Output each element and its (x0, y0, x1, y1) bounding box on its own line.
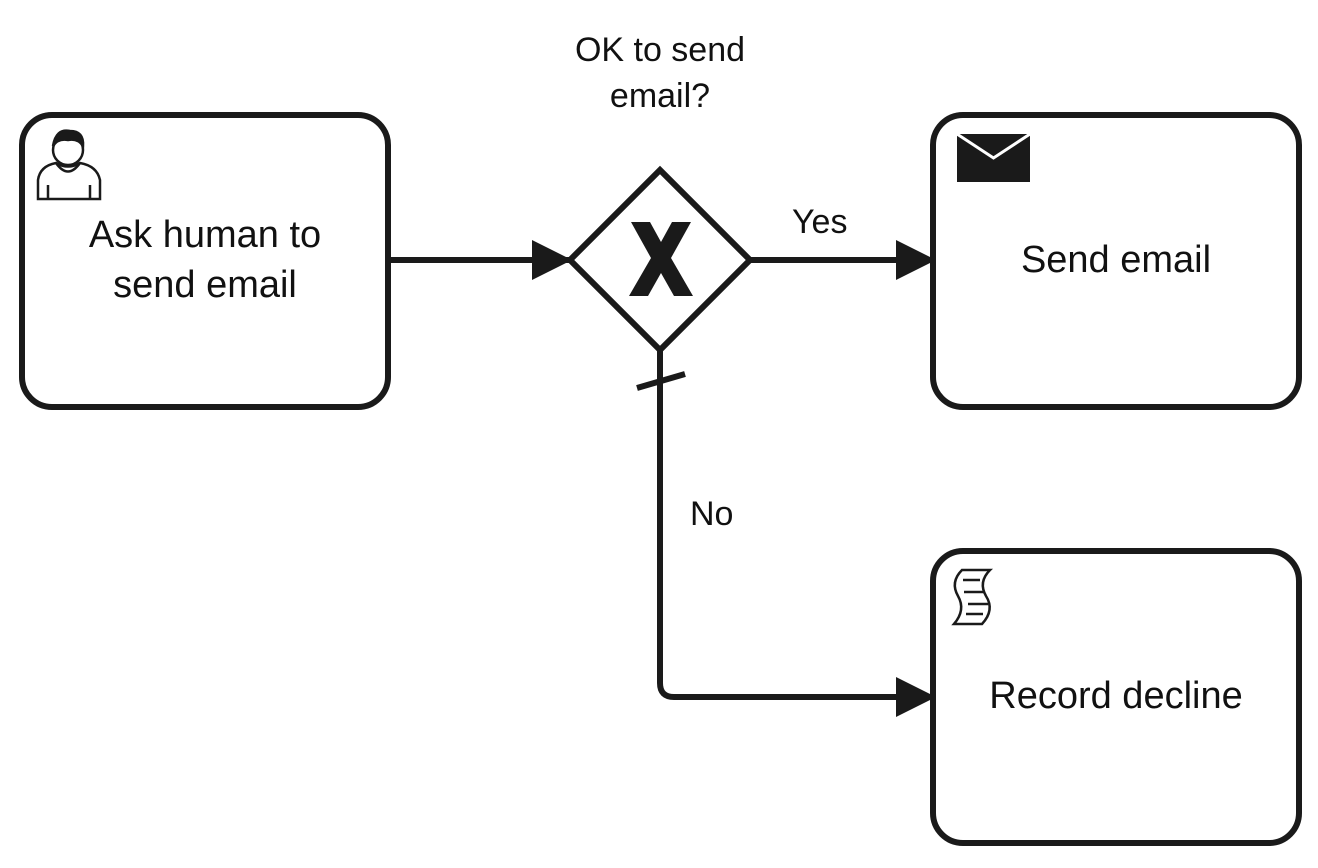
exclusive-gateway-icon (629, 222, 693, 296)
script-icon (951, 568, 994, 626)
task-ask-human[interactable] (19, 112, 391, 410)
gateway-label-line2: email? (609, 77, 711, 115)
task-ask-label: Ask human to send email (25, 210, 385, 310)
gateway-label: OK to send email? (540, 27, 780, 119)
task-send-label: Send email (1020, 239, 1212, 281)
envelope-icon (956, 132, 1031, 182)
flow-yes-label: Yes (792, 203, 848, 241)
default-flow-marker (636, 371, 686, 391)
user-icon (36, 129, 102, 201)
flow-no[interactable] (657, 350, 936, 717)
gateway-label-line1: OK to send (574, 31, 746, 69)
flow-no-label: No (690, 495, 734, 533)
task-record-label: Record decline (989, 675, 1243, 717)
task-ask-label-line1: Ask human to (88, 214, 322, 256)
task-ask-label-line2: send email (113, 264, 297, 306)
